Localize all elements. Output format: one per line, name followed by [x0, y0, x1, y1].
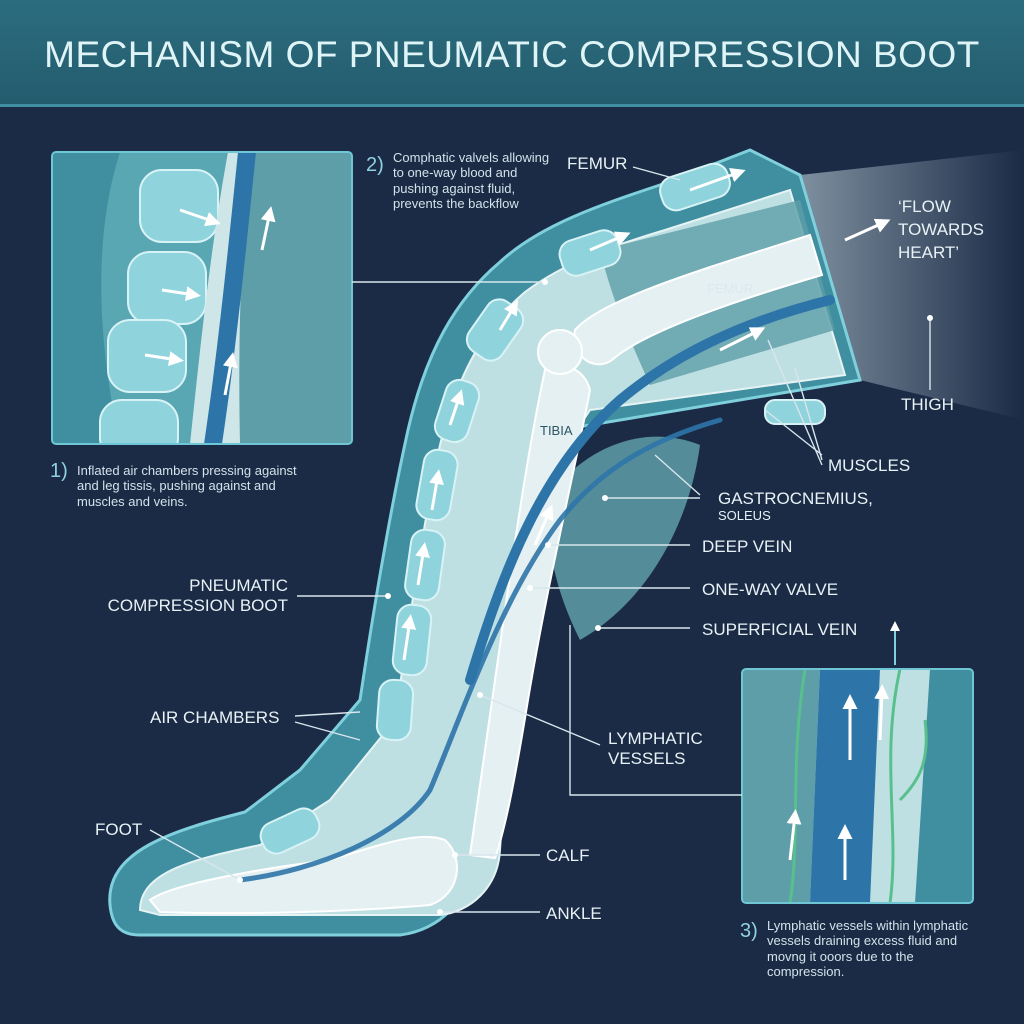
- femur-bone: [573, 233, 824, 366]
- leader-dots: [237, 279, 933, 915]
- superficial-vein: [237, 417, 723, 883]
- superficial-vein-label: SUPERFICIAL VEIN: [702, 620, 858, 639]
- title-bar: MECHANISM OF PNEUMATIC COMPRESSION BOOT: [0, 0, 1024, 107]
- foot-bones: [148, 835, 458, 915]
- note-1-text: Inflated air chambers pressing against a…: [77, 463, 297, 509]
- note-1-number: 1): [50, 460, 68, 482]
- tibia-label: TIBIA: [540, 423, 573, 438]
- muscles-label: MUSCLES: [828, 456, 911, 475]
- femur-inner-label: FEMUR: [707, 281, 754, 296]
- flow-beam: [800, 150, 1024, 420]
- note-3-number: 3): [740, 920, 758, 942]
- soleus-label: SOLEUS: [718, 508, 771, 523]
- femur-label: FEMUR: [567, 154, 628, 173]
- thigh-label: THIGH: [901, 395, 954, 414]
- note-2-number: 2): [366, 154, 384, 176]
- one-way-valve-label: ONE-WAY VALVE: [702, 580, 839, 599]
- leader-lines: [149, 166, 931, 913]
- deep-vein: [465, 295, 835, 685]
- gastrocnemius-label: GASTROCNEMIUS,: [718, 489, 873, 508]
- flow-label: ‘FLOW TOWARDS HEART’: [898, 197, 984, 262]
- inset-lymphatics: [741, 621, 974, 904]
- ankle-label: ANKLE: [546, 904, 602, 923]
- inset-chambers: [51, 151, 353, 445]
- page-title: MECHANISM OF PNEUMATIC COMPRESSION BOOT: [44, 34, 980, 75]
- flow-arrows: [401, 167, 891, 661]
- deep-vein-label: DEEP VEIN: [702, 537, 793, 556]
- calf-muscle: [545, 436, 700, 640]
- pneumatic-boot-label: PNEUMATIC COMPRESSION BOOT: [107, 576, 288, 616]
- knee-joint: [537, 329, 583, 375]
- lymphatic-vessels-label: LYMPHATIC VESSELS: [608, 729, 703, 769]
- foot-label: FOOT: [95, 820, 143, 839]
- note-3-text: Lymphatic vessels within lymphatic vesse…: [767, 918, 969, 979]
- note-2-text: Comphatic valvels allowing to one-way bl…: [393, 150, 550, 211]
- air-chambers-label: AIR CHAMBERS: [150, 708, 280, 727]
- calf-label: CALF: [546, 846, 590, 865]
